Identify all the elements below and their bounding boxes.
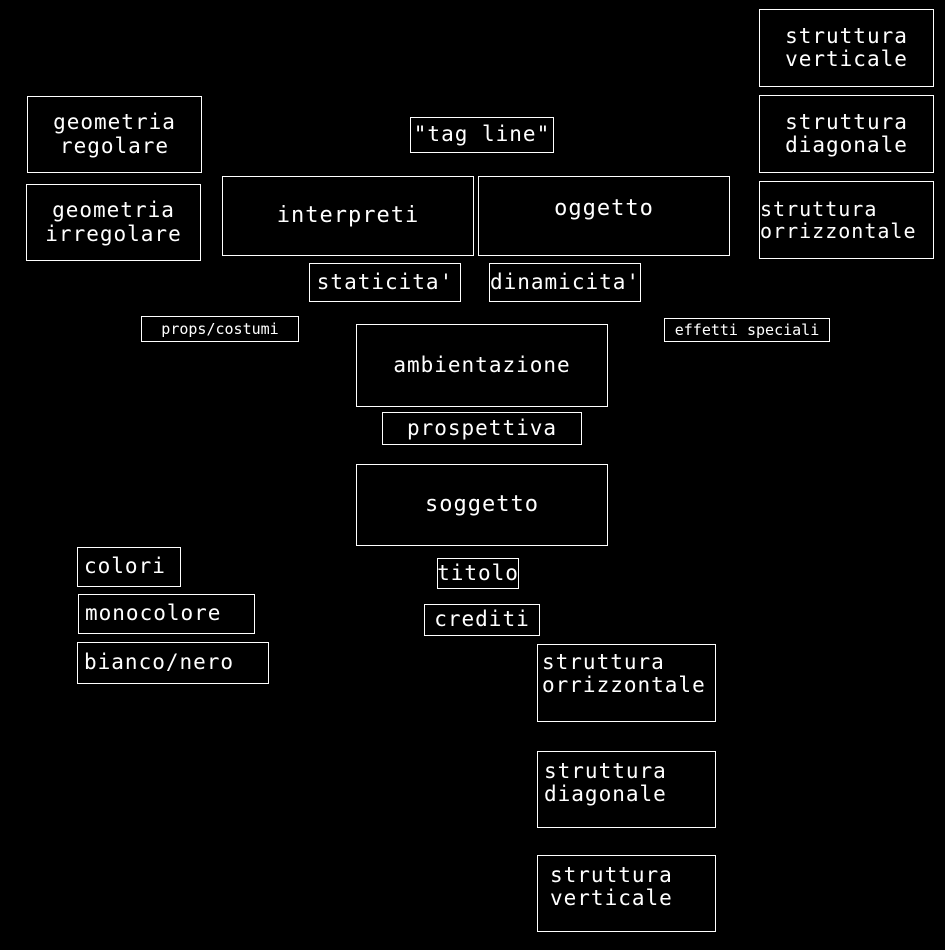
- node-staticita: staticita': [309, 263, 461, 302]
- node-tag-line: "tag line": [410, 117, 554, 153]
- node-label-line1: struttura: [760, 197, 878, 221]
- node-label-line1: geometria: [52, 198, 175, 223]
- node-label-line2: orrizzontale: [760, 219, 917, 243]
- node-geometria-regolare: geometria regolare: [27, 96, 202, 173]
- node-label: "tag line": [413, 122, 551, 147]
- node-label: dinamicita': [489, 269, 641, 294]
- node-label-line1: struttura: [544, 759, 667, 783]
- node-label: props/costumi: [161, 319, 279, 338]
- node-label-line2: diagonale: [544, 782, 667, 807]
- node-label-line2: diagonale: [785, 133, 908, 157]
- node-label: prospettiva: [406, 415, 558, 440]
- node-dinamicita: dinamicita': [489, 263, 641, 302]
- node-struttura-verticale-top: struttura verticale: [759, 9, 934, 87]
- node-label-line2: orrizzontale: [542, 673, 706, 698]
- node-label-line1: struttura: [550, 863, 673, 887]
- node-label: titolo: [437, 560, 519, 585]
- node-label: crediti: [434, 607, 530, 632]
- node-label: interpreti: [276, 202, 420, 228]
- node-interpreti: interpreti: [222, 176, 474, 256]
- node-label-line1: geometria: [53, 110, 176, 135]
- node-oggetto: oggetto: [478, 176, 730, 256]
- node-label-line2: verticale: [785, 47, 908, 71]
- node-label: monocolore: [85, 601, 222, 626]
- node-label: colori: [84, 554, 166, 579]
- node-geometria-irregolare: geometria irregolare: [26, 184, 201, 261]
- node-label: ambientazione: [393, 352, 571, 377]
- node-struttura-diagonale-top: struttura diagonale: [759, 95, 934, 173]
- node-colori: colori: [77, 547, 181, 587]
- node-props-costumi: props/costumi: [141, 316, 299, 342]
- node-label-line2: irregolare: [45, 221, 182, 246]
- node-monocolore: monocolore: [78, 594, 255, 634]
- node-label-line2: verticale: [550, 886, 673, 911]
- node-crediti: crediti: [424, 604, 540, 636]
- node-struttura-verticale-bottom: struttura verticale: [537, 855, 716, 932]
- node-label: bianco/nero: [84, 650, 235, 675]
- node-label-line1: struttura: [785, 109, 908, 134]
- node-titolo: titolo: [437, 558, 519, 589]
- node-label-line2: regolare: [59, 133, 170, 158]
- node-ambientazione: ambientazione: [356, 324, 608, 407]
- node-label-line1: struttura: [542, 650, 665, 674]
- node-effetti-speciali: effetti speciali: [664, 318, 830, 342]
- node-prospettiva: prospettiva: [382, 412, 582, 445]
- node-bianco-nero: bianco/nero: [77, 642, 269, 684]
- node-struttura-orrizzontale-bottom: struttura orrizzontale: [537, 644, 716, 722]
- node-label: effetti speciali: [674, 320, 820, 339]
- node-label: oggetto: [554, 196, 654, 221]
- node-struttura-diagonale-bottom: struttura diagonale: [537, 751, 716, 828]
- node-label: staticita': [316, 269, 454, 294]
- node-label: soggetto: [425, 491, 539, 517]
- node-struttura-orrizzontale-top: struttura orrizzontale: [759, 181, 934, 259]
- node-soggetto: soggetto: [356, 464, 608, 546]
- node-label-line1: struttura: [785, 23, 908, 48]
